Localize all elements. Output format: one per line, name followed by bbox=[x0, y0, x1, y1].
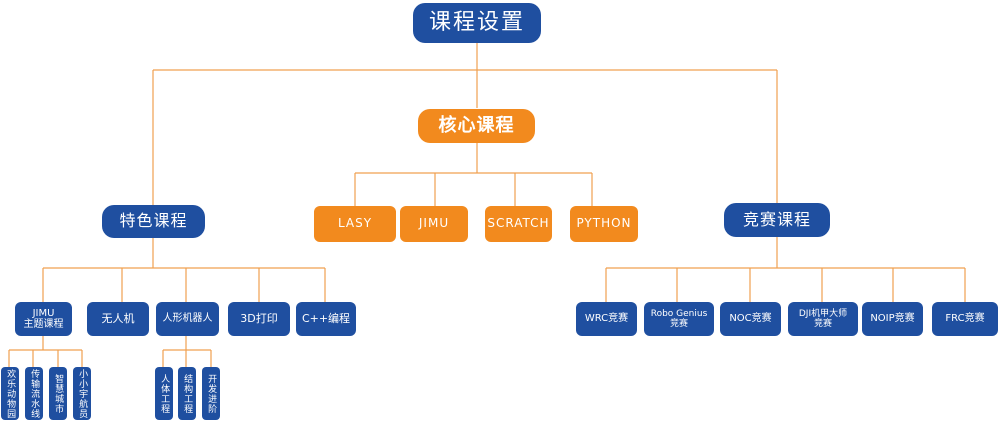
featured-item-drone: 无人机 bbox=[87, 302, 149, 336]
competition-courses-node: 竞赛课程 bbox=[724, 203, 830, 237]
competition-item-dji: DJI机甲大师 竞赛 bbox=[788, 302, 858, 336]
jimu-sub-happy-zoo: 欢乐动物园 bbox=[1, 367, 19, 420]
featured-item-3d-printing: 3D打印 bbox=[228, 302, 290, 336]
core-courses-node: 核心课程 bbox=[418, 109, 535, 143]
competition-item-noc: NOC竞赛 bbox=[720, 302, 781, 336]
core-item-scratch: SCRATCH bbox=[485, 206, 552, 242]
jimu-sub-conveyor: 传输流水线 bbox=[25, 367, 43, 420]
jimu-sub-astronaut: 小小宇航员 bbox=[73, 367, 91, 420]
competition-item-wrc: WRC竞赛 bbox=[576, 302, 637, 336]
humanoid-sub-ergonomics: 人体工程 bbox=[155, 367, 173, 420]
competition-item-frc: FRC竞赛 bbox=[932, 302, 998, 336]
humanoid-sub-structural: 结构工程 bbox=[178, 367, 196, 420]
core-item-lasy: LASY bbox=[314, 206, 396, 242]
core-item-jimu: JIMU bbox=[400, 206, 468, 242]
core-item-python: PYTHON bbox=[570, 206, 638, 242]
featured-item-humanoid-robot: 人形机器人 bbox=[156, 302, 219, 336]
competition-item-noip: NOIP竞赛 bbox=[862, 302, 923, 336]
competition-item-robo-genius: Robo Genius 竞赛 bbox=[644, 302, 714, 336]
jimu-sub-smart-city: 智慧城市 bbox=[49, 367, 67, 420]
featured-item-cpp: C++编程 bbox=[296, 302, 356, 336]
featured-item-jimu-theme: JIMU 主题课程 bbox=[15, 302, 72, 336]
root-node: 课程设置 bbox=[413, 3, 541, 43]
humanoid-sub-advanced: 开发进阶 bbox=[202, 367, 220, 420]
featured-courses-node: 特色课程 bbox=[102, 205, 205, 238]
